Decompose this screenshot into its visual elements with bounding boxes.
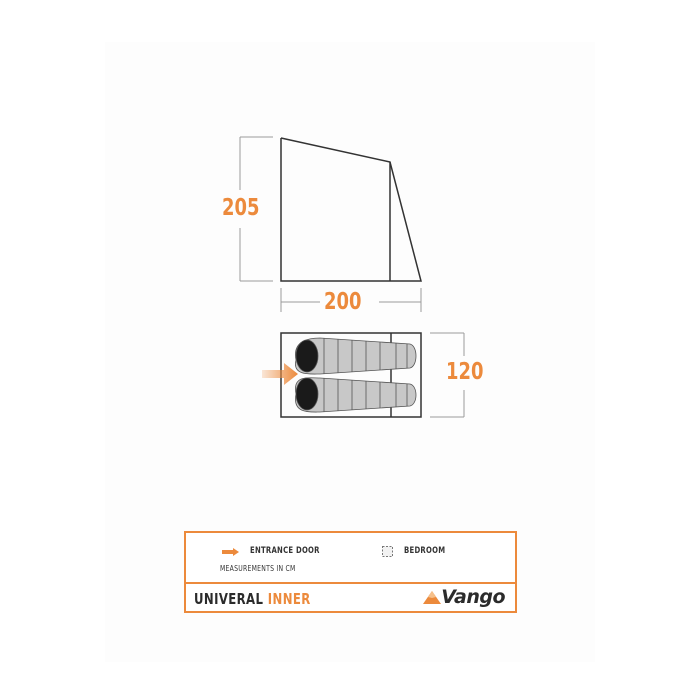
depth-dimension	[430, 332, 465, 418]
bedroom-icon	[382, 546, 393, 557]
legend-divider	[186, 582, 515, 584]
entrance-arrow-icon	[222, 548, 239, 556]
height-label: 205	[222, 195, 260, 221]
entrance-arrow-icon	[262, 363, 298, 385]
bedroom-label: BEDROOM	[404, 546, 446, 556]
product-title: UNIVERAL INNER	[194, 590, 311, 608]
depth-label: 120	[446, 359, 484, 385]
vango-logo: Vango	[423, 586, 505, 608]
logo-mountain-icon	[423, 590, 442, 604]
side-elevation	[280, 137, 422, 282]
legend-box: ENTRANCE DOOR BEDROOM MEASUREMENTS IN CM…	[184, 531, 517, 613]
width-label: 200	[324, 289, 362, 315]
sleeping-bag-bottom	[295, 377, 417, 413]
entrance-label: ENTRANCE DOOR	[250, 546, 320, 556]
measurements-note: MEASUREMENTS IN CM	[220, 564, 296, 573]
sleeping-bag-top	[295, 337, 417, 375]
width-dimension	[280, 288, 422, 312]
height-dimension	[239, 136, 273, 282]
